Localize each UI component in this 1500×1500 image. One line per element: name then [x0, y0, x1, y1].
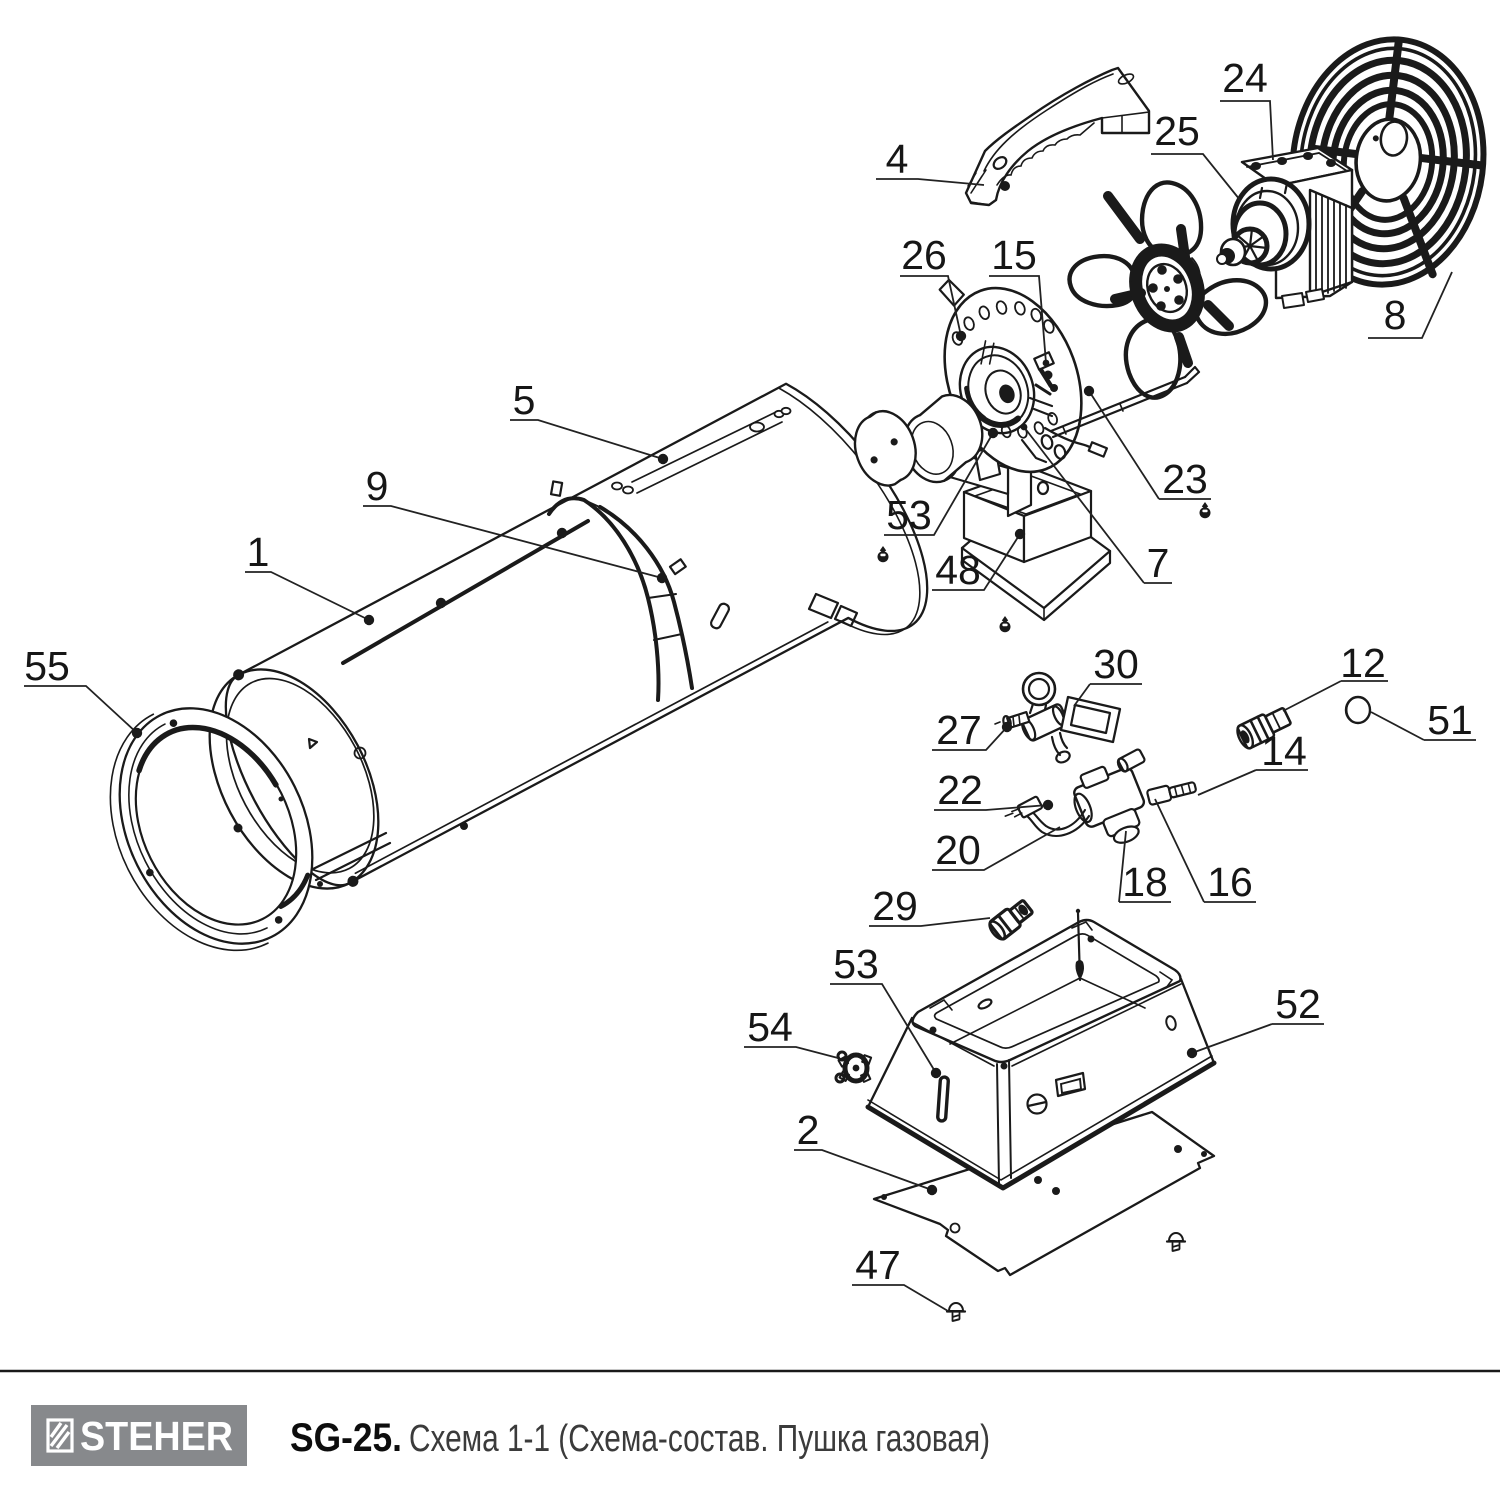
svg-text:14: 14: [1261, 728, 1307, 774]
svg-text:16: 16: [1207, 859, 1253, 905]
svg-text:52: 52: [1275, 981, 1321, 1027]
svg-text:25: 25: [1154, 108, 1200, 154]
svg-text:SG-25.: SG-25.: [290, 1416, 402, 1460]
svg-text:STEHER: STEHER: [80, 1413, 233, 1459]
svg-text:5: 5: [513, 377, 536, 423]
svg-text:18: 18: [1122, 859, 1168, 905]
svg-text:8: 8: [1384, 292, 1407, 338]
svg-text:22: 22: [937, 767, 983, 813]
svg-text:1: 1: [247, 529, 270, 575]
svg-text:53: 53: [886, 492, 932, 538]
svg-text:20: 20: [935, 827, 981, 873]
svg-text:26: 26: [901, 232, 947, 278]
svg-text:30: 30: [1093, 641, 1139, 687]
svg-text:53: 53: [833, 941, 879, 987]
svg-text:29: 29: [872, 883, 918, 929]
svg-text:27: 27: [936, 707, 982, 753]
svg-text:48: 48: [935, 547, 981, 593]
svg-text:2: 2: [797, 1107, 820, 1153]
svg-text:54: 54: [747, 1004, 793, 1050]
svg-text:51: 51: [1427, 697, 1473, 743]
svg-text:47: 47: [855, 1242, 901, 1288]
svg-text:24: 24: [1222, 55, 1268, 101]
svg-text:55: 55: [24, 643, 70, 689]
svg-text:Схема 1-1 (Схема-состав. Пушка: Схема 1-1 (Схема-состав. Пушка газовая): [409, 1418, 990, 1460]
svg-text:4: 4: [886, 136, 909, 182]
svg-text:15: 15: [991, 232, 1037, 278]
svg-text:9: 9: [366, 463, 389, 509]
svg-text:7: 7: [1147, 540, 1170, 586]
svg-text:12: 12: [1340, 640, 1386, 686]
svg-text:23: 23: [1162, 456, 1208, 502]
